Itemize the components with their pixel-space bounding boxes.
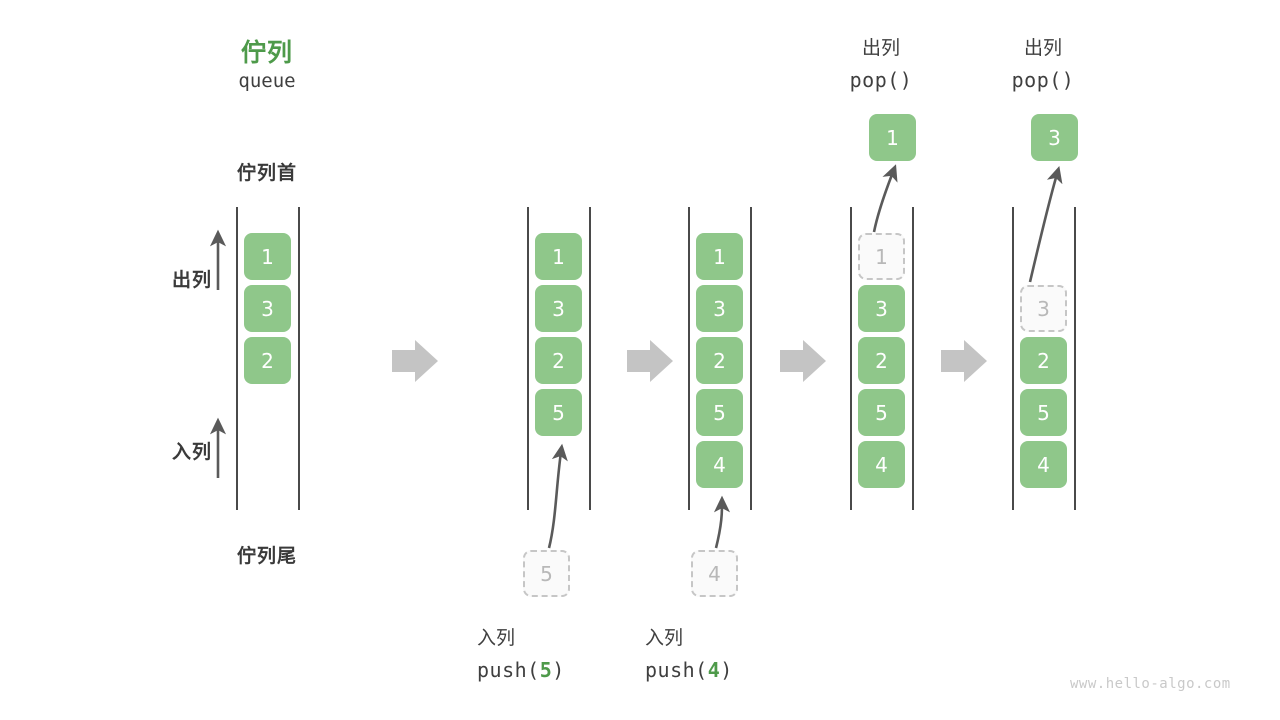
queue-tail-label: 佇列尾	[236, 545, 297, 567]
queue-cell: 1	[696, 233, 743, 280]
queue-cell: 5	[535, 389, 582, 436]
pop-motion-arrow-1	[872, 164, 898, 233]
push-caption-arg-2: 4	[707, 658, 721, 682]
queue-cell: 3	[858, 285, 905, 332]
queue-cell: 2	[858, 337, 905, 384]
queue-cell: 4	[696, 441, 743, 488]
queue-cell: 2	[535, 337, 582, 384]
queue-rail-right-col5	[1074, 207, 1076, 510]
push-caption-fn-2: push(	[645, 658, 708, 682]
flow-arrow-4	[941, 340, 987, 382]
queue-cell: 5	[696, 389, 743, 436]
queue-cell: 1	[244, 233, 291, 280]
queue-rail-left-col2	[527, 207, 529, 510]
queue-rail-left-col5	[1012, 207, 1014, 510]
push-caption-fn-1: push(	[477, 658, 540, 682]
flow-arrow-1	[392, 340, 438, 382]
pop-header-chinese-1: 出列	[861, 37, 900, 59]
queue-head-label: 佇列首	[236, 162, 297, 184]
diagram-title-chinese: 佇列	[240, 38, 293, 67]
push-caption-chinese-1: 入列	[477, 627, 516, 649]
push-motion-arrow-5	[547, 443, 568, 549]
enqueue-direction-label: 入列	[171, 441, 212, 463]
popped-ghost-cell-3: 3	[1020, 285, 1067, 332]
popped-cell-1: 1	[869, 114, 916, 161]
push-caption-fn-end-1: )	[552, 658, 565, 682]
queue-cell: 4	[1020, 441, 1067, 488]
push-caption-chinese-2: 入列	[645, 627, 684, 649]
popped-cell-2: 3	[1031, 114, 1078, 161]
flow-arrow-2	[627, 340, 673, 382]
diagram-title-code: queue	[238, 70, 296, 92]
pop-header-code-2: pop()	[1011, 68, 1075, 92]
queue-cell: 5	[1020, 389, 1067, 436]
queue-cell: 2	[696, 337, 743, 384]
queue-rail-right-col1	[298, 207, 300, 510]
queue-cell: 3	[244, 285, 291, 332]
queue-rail-left-col1	[236, 207, 238, 510]
pop-header-code-1: pop()	[849, 68, 913, 92]
dequeue-direction-label: 出列	[171, 269, 212, 291]
queue-rail-left-col4	[850, 207, 852, 510]
queue-cell: 3	[535, 285, 582, 332]
incoming-ghost-cell-4: 4	[691, 550, 738, 597]
popped-ghost-cell-1: 1	[858, 233, 905, 280]
pop-header-chinese-2: 出列	[1023, 37, 1062, 59]
queue-cell: 5	[858, 389, 905, 436]
flow-arrow-3	[780, 340, 826, 382]
queue-cell: 2	[244, 337, 291, 384]
queue-cell: 4	[858, 441, 905, 488]
push-caption-code-2: push(4)	[645, 658, 825, 682]
queue-cell: 3	[696, 285, 743, 332]
push-caption-fn-end-2: )	[720, 658, 733, 682]
push-caption-arg-1: 5	[539, 658, 553, 682]
incoming-ghost-cell-5: 5	[523, 550, 570, 597]
queue-rail-right-col2	[589, 207, 591, 510]
queue-rail-right-col3	[750, 207, 752, 510]
queue-rail-right-col4	[912, 207, 914, 510]
push-motion-arrow-4	[713, 495, 731, 549]
watermark: www.hello-algo.com	[1070, 676, 1231, 692]
push-caption-code-1: push(5)	[477, 658, 657, 682]
queue-rail-left-col3	[688, 207, 690, 510]
pop-motion-arrow-3	[1028, 166, 1063, 283]
queue-cell: 1	[535, 233, 582, 280]
queue-cell: 2	[1020, 337, 1067, 384]
